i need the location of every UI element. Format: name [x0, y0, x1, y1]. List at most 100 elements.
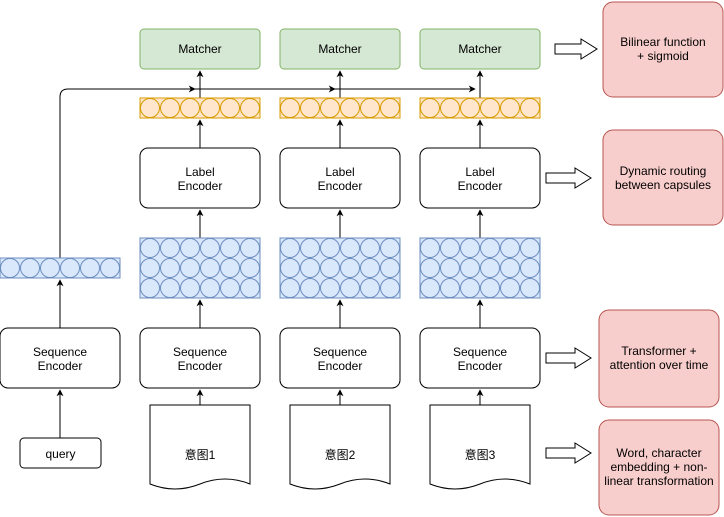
matcher-note-line1: Bilinear function	[620, 35, 705, 49]
capsule-node	[220, 98, 240, 118]
capsule-node	[420, 238, 440, 258]
label-encoder-line1: Label	[325, 165, 354, 179]
block-arrow-matcher	[554, 38, 598, 60]
capsule-node	[500, 98, 520, 118]
intent-document: 意图3	[429, 404, 531, 490]
label-encoder-line2: Encoder	[318, 179, 363, 193]
capsule-node	[420, 98, 440, 118]
capsule-node	[160, 278, 180, 298]
capsule-node	[160, 98, 180, 118]
capsule-node	[80, 258, 100, 278]
capsule-node	[460, 278, 480, 298]
capsule-node	[440, 258, 460, 278]
capsule-node	[480, 278, 500, 298]
capsule-node	[300, 258, 320, 278]
intent-doc-label: 意图3	[465, 447, 496, 462]
query-sequence-encoder: Sequence Encoder	[0, 327, 121, 389]
capsule-node	[480, 258, 500, 278]
capsule-node	[520, 238, 540, 258]
embedding-note-line1: Word, character	[616, 446, 701, 460]
capsule-node	[160, 258, 180, 278]
capsule-node	[300, 278, 320, 298]
capsule-node	[140, 98, 160, 118]
embedding-note: Word, character embedding + non- linear …	[598, 419, 720, 516]
note-arrows	[545, 38, 598, 464]
label-encoder-line1: Label	[185, 165, 214, 179]
intent-document: 意图1	[149, 404, 251, 490]
primary-capsule-grid	[419, 237, 541, 299]
capsule-node	[480, 98, 500, 118]
matcher: Matcher	[419, 28, 541, 70]
capsule-node	[380, 278, 400, 298]
capsule-node	[340, 98, 360, 118]
capsule-node	[200, 98, 220, 118]
capsule-node	[460, 258, 480, 278]
sequence-encoder-note: Transformer + attention over time	[598, 309, 720, 408]
query-embedding-vector	[0, 257, 121, 279]
capsule-node	[440, 278, 460, 298]
sequence-encoder-line1: Sequence	[453, 345, 507, 359]
capsule-node	[220, 258, 240, 278]
capsule-node	[300, 238, 320, 258]
label-encoder-note: Dynamic routing between capsules	[602, 129, 724, 226]
capsule-node	[200, 258, 220, 278]
capsule-node	[220, 238, 240, 258]
capsule-node	[360, 98, 380, 118]
matcher: Matcher	[139, 28, 261, 70]
capsule-node	[40, 258, 60, 278]
matcher-note-line2: + sigmoid	[637, 49, 689, 63]
sequence-encoder-line2: Encoder	[458, 359, 503, 373]
capsule-node	[200, 238, 220, 258]
embedding-note-line2: embedding + non-	[610, 460, 707, 474]
intent-doc-label: 意图1	[185, 447, 216, 462]
capsule-node	[520, 98, 540, 118]
query-broadcast-line	[59, 88, 340, 258]
sequence-encoder-line2: Encoder	[178, 359, 223, 373]
block-arrow-sequence-encoder	[545, 347, 592, 369]
primary-capsule-grid	[279, 237, 401, 299]
capsule-node	[240, 98, 260, 118]
capsule-node	[520, 258, 540, 278]
capsule-node	[300, 98, 320, 118]
capsule-node	[240, 238, 260, 258]
query-encoder-line1: Sequence	[33, 345, 87, 359]
primary-capsule-grid	[139, 237, 261, 299]
capsule-node	[280, 258, 300, 278]
capsule-node	[140, 238, 160, 258]
block-arrow-embedding	[545, 442, 592, 464]
capsule-node	[320, 278, 340, 298]
capsule-node	[240, 258, 260, 278]
capsule-node	[180, 258, 200, 278]
capsule-node	[140, 258, 160, 278]
label-encoder-line2: Encoder	[178, 179, 223, 193]
capsule-node	[480, 238, 500, 258]
capsule-node	[360, 258, 380, 278]
sequence-encoder-line1: Sequence	[313, 345, 367, 359]
matcher-label: Matcher	[458, 42, 501, 56]
capsule-node	[140, 278, 160, 298]
capsule-node	[180, 238, 200, 258]
capsule-node	[240, 278, 260, 298]
label-vector-strip	[279, 97, 401, 119]
label-encoder-note-line2: between capsules	[615, 178, 711, 192]
capsule-node	[500, 238, 520, 258]
label-encoder-note-line1: Dynamic routing	[620, 164, 707, 178]
query-label: query	[45, 447, 75, 461]
matcher-label: Matcher	[178, 42, 221, 56]
capsule-node	[100, 258, 120, 278]
capsule-node	[320, 258, 340, 278]
capsule-node	[380, 238, 400, 258]
capsule-node	[180, 98, 200, 118]
capsule-node	[360, 278, 380, 298]
capsule-node	[60, 258, 80, 278]
capsule-node	[20, 258, 40, 278]
intent-document: 意图2	[289, 404, 391, 490]
embedding-note-line3: linear transformation	[604, 474, 713, 488]
intent-columns: 意图1SequenceEncoderLabelEncoderMatcher意图2…	[139, 28, 541, 490]
